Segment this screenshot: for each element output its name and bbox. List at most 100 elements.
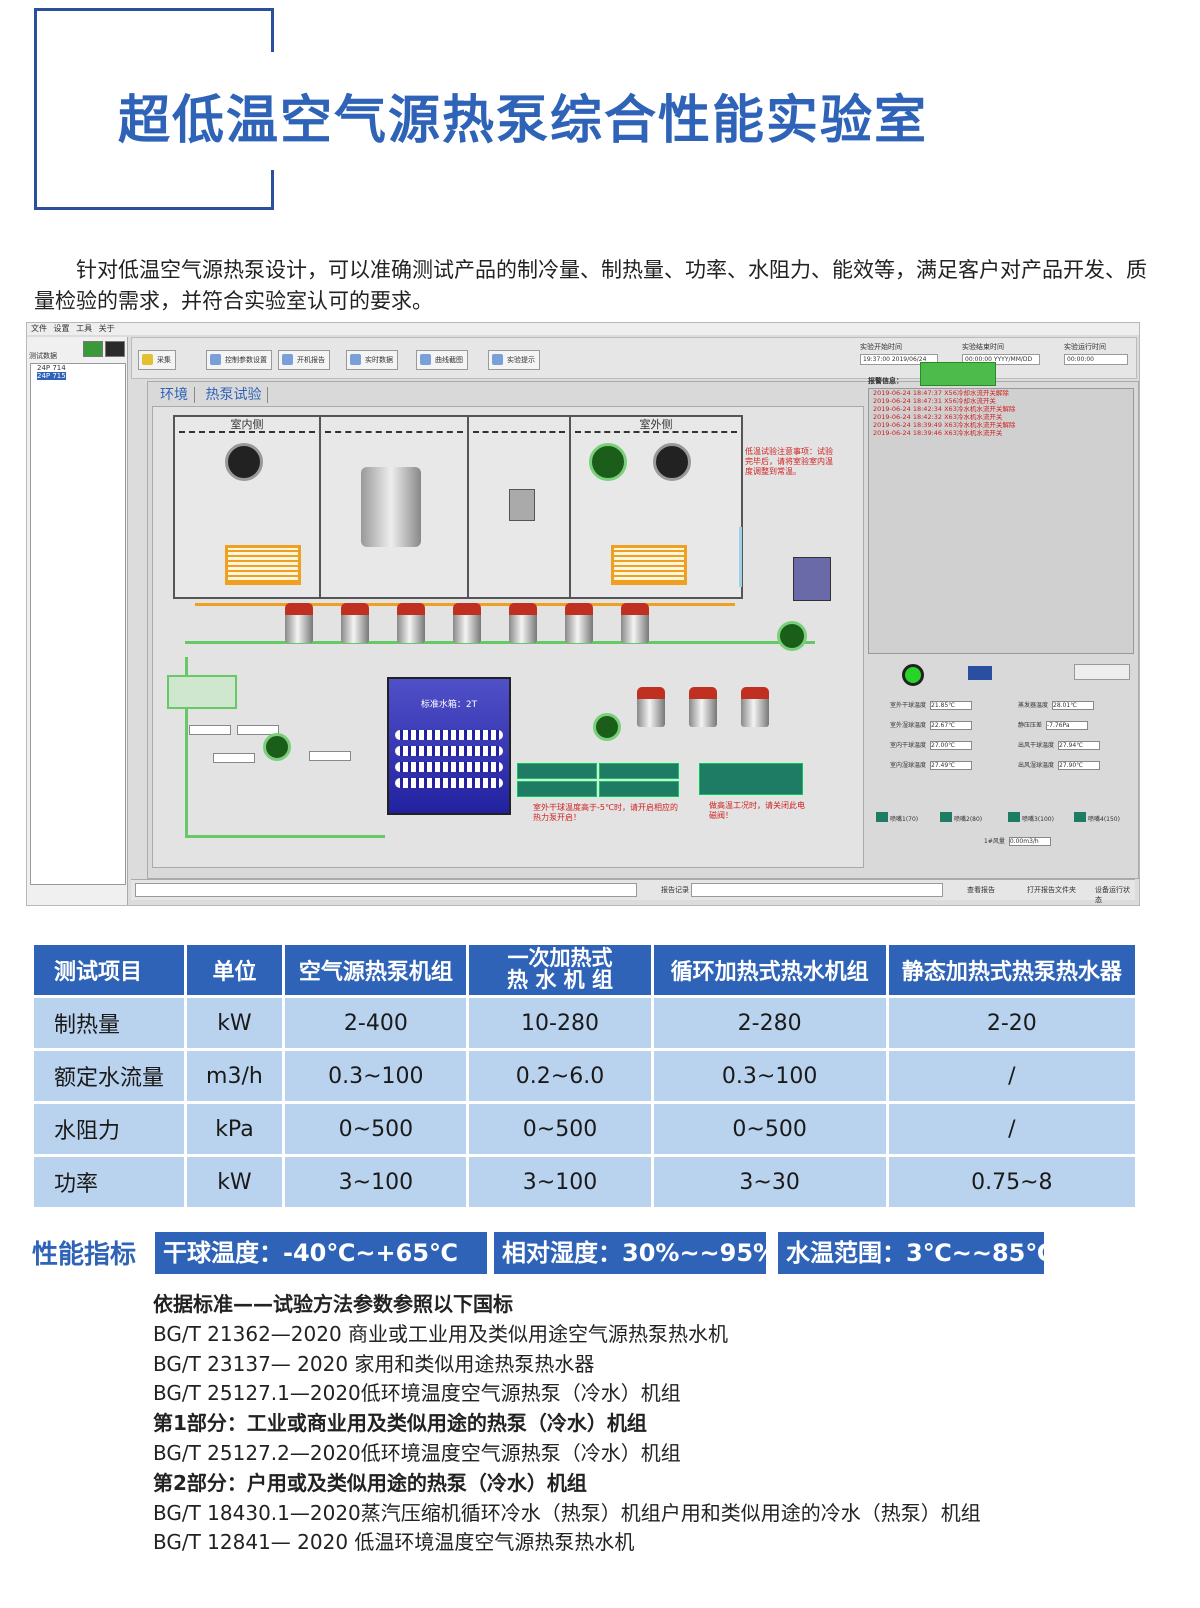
page-title: 超低温空气源热泵综合性能实验室: [118, 91, 929, 151]
table-cell: 2-400: [285, 998, 467, 1048]
end-time-value: 00:00:00 YYYY/MM/DD: [962, 354, 1040, 365]
tab-environment[interactable]: 环境: [154, 387, 195, 403]
stop-icon[interactable]: [105, 341, 125, 357]
nozzle-indicator: [876, 812, 888, 822]
water-pipe: [185, 641, 815, 644]
standard-part: 第1部分：工业或商业用及类似用途的热泵（冷水）机组: [153, 1411, 647, 1436]
standards-list: 依据标准——试验方法参数参照以下国标 BG/T 21362—2020 商业或工业…: [153, 1290, 981, 1558]
control-box[interactable]: [599, 763, 679, 779]
spec-table: 测试项目 单位 空气源热泵机组 一次加热式热 水 机 组 循环加热式热水机组 静…: [31, 942, 1138, 1210]
reading-box: [237, 725, 279, 735]
pump-icon: [263, 733, 291, 761]
nozzle-indicator: [940, 812, 952, 822]
collect-button[interactable]: 采集: [138, 350, 176, 370]
nozzle-indicator: [1008, 812, 1020, 822]
reading-box: [309, 751, 351, 761]
outdoor-label: 室外侧: [639, 418, 673, 431]
tree-pane: 测试数据 24P 714 24P 715: [27, 337, 128, 905]
circulating-fan-icon: [225, 443, 263, 481]
standard-item: BG/T 25127.1—2020低环境温度空气源热泵（冷水）机组: [153, 1381, 681, 1406]
status-field: [135, 883, 637, 897]
control-box[interactable]: [699, 763, 803, 795]
menu-settings[interactable]: 设置: [53, 324, 70, 333]
table-cell: 功率: [34, 1157, 184, 1207]
table-cell: kPa: [186, 1104, 283, 1154]
control-box[interactable]: [517, 763, 597, 779]
process-diagram: 室内侧 室外侧 低温试验注意事项：试验完毕后，请将室验室内温度调整到常温。: [152, 406, 864, 868]
cooling-tower-icon: [793, 557, 831, 601]
outdoor-fan-icon: [589, 443, 627, 481]
table-cell: kW: [186, 998, 283, 1048]
realtime-data-button[interactable]: 实时数据: [346, 350, 398, 370]
test-notice-text: 低温试验注意事项：试验完毕后，请将室验室内温度调整到常温。: [745, 447, 833, 476]
compressor-tank-icon: [341, 603, 369, 643]
open-folder-button[interactable]: 打开报告文件夹: [1027, 886, 1076, 894]
run-icon[interactable]: [83, 341, 103, 357]
report-field[interactable]: [691, 883, 943, 897]
control-settings-button[interactable]: 控制参数设置: [206, 350, 272, 370]
menu-about[interactable]: 关于: [98, 324, 115, 333]
alarm-reset-button[interactable]: [968, 666, 992, 680]
control-box[interactable]: [517, 781, 597, 797]
alarm-list: 2019-06-24 18:47:37 X56冷却水流开关解除 2019-06-…: [868, 388, 1134, 654]
standard-part: 第2部分：户用或及类似用途的热泵（冷水）机组: [153, 1470, 587, 1495]
water-pipe: [185, 835, 385, 838]
nozzle-label: 喷嘴3(100): [1022, 816, 1054, 823]
test-start-button[interactable]: [920, 362, 996, 386]
tree-item[interactable]: 24P 714: [37, 364, 66, 372]
control-box[interactable]: [599, 781, 679, 797]
reading-row: 静压压差-7.76Pa: [1018, 720, 1089, 730]
table-cell: 0~500: [469, 1104, 651, 1154]
table-cell: m3/h: [186, 1051, 283, 1101]
tab-strip: 环境 热泵试验: [154, 384, 269, 404]
table-cell: 0.2~6.0: [469, 1051, 651, 1101]
nozzle-label: 喷嘴1(70): [890, 816, 919, 823]
device-status-button[interactable]: 设备运行状态: [1095, 886, 1130, 904]
table-cell: 3~30: [653, 1157, 886, 1207]
heater-tank-icon: [689, 687, 717, 727]
outdoor-room: 室外侧: [569, 415, 743, 599]
table-cell: 3~100: [285, 1157, 467, 1207]
alarm-line: 2019-06-24 18:42:32 X63冷水机水流开关: [873, 413, 1003, 421]
menu-tools[interactable]: 工具: [76, 324, 93, 333]
water-temp-range: 水温范围：3℃~~85℃: [778, 1232, 1054, 1274]
tree-item-selected[interactable]: 24P 715: [37, 372, 66, 380]
warning-text: 做高温工况时，请关闭此电磁阀！: [709, 801, 805, 820]
table-cell: 0~500: [285, 1104, 467, 1154]
compressor-tank-icon: [565, 603, 593, 643]
start-time: 实验开始时间 19:37:00 2019/06/24: [860, 342, 938, 365]
col-header: 静态加热式热泵热水器: [888, 945, 1135, 995]
menu-bar: 文件 设置 工具 关于: [27, 323, 1139, 335]
alarm-line: 2019-06-24 18:39:49 X63冷水机水流开关解除: [873, 421, 1016, 429]
pump-icon: [593, 713, 621, 741]
tank-name: 标准水箱：2T: [420, 700, 478, 710]
menu-file[interactable]: 文件: [31, 324, 47, 333]
compressor-tank-icon: [285, 603, 313, 643]
performance-label: 性能指标: [32, 1240, 137, 1270]
col-header: 空气源热泵机组: [285, 945, 467, 995]
table-cell: 10-280: [469, 998, 651, 1048]
software-screenshot: 文件 设置 工具 关于 测试数据 24P 714 24P 715 采集 控制参数…: [26, 322, 1140, 906]
report-button[interactable]: 开机报告: [278, 350, 330, 370]
nozzle-label: 喷嘴4(150): [1088, 816, 1120, 823]
hint-button[interactable]: 实验提示: [488, 350, 540, 370]
col-header: 单位: [186, 945, 283, 995]
side-panel: 报警信息： 2019-06-24 18:47:37 X56冷却水流开关解除 20…: [868, 362, 1134, 868]
table-cell: 0~500: [653, 1104, 886, 1154]
curve-button[interactable]: 曲线截图: [416, 350, 468, 370]
standard-item: BG/T 21362—2020 商业或工业用及类似用途空气源热泵热水机: [153, 1321, 729, 1346]
standard-item: BG/T 12841— 2020 低温环境温度空气源热泵热水机: [153, 1530, 635, 1555]
compressor-tank-icon: [509, 603, 537, 643]
table-cell: 额定水流量: [34, 1051, 184, 1101]
alarm-line: 2019-06-24 18:47:31 X56冷却水流开关: [873, 397, 996, 405]
tab-heatpump-test[interactable]: 热泵试验: [199, 387, 269, 403]
view-report-button[interactable]: 查看报告: [967, 886, 995, 894]
machine-room: [319, 415, 469, 599]
clear-button[interactable]: [1074, 664, 1130, 680]
alarm-line: 2019-06-24 18:47:37 X56冷却水流开关解除: [873, 389, 1009, 397]
table-cell: 制热量: [34, 998, 184, 1048]
